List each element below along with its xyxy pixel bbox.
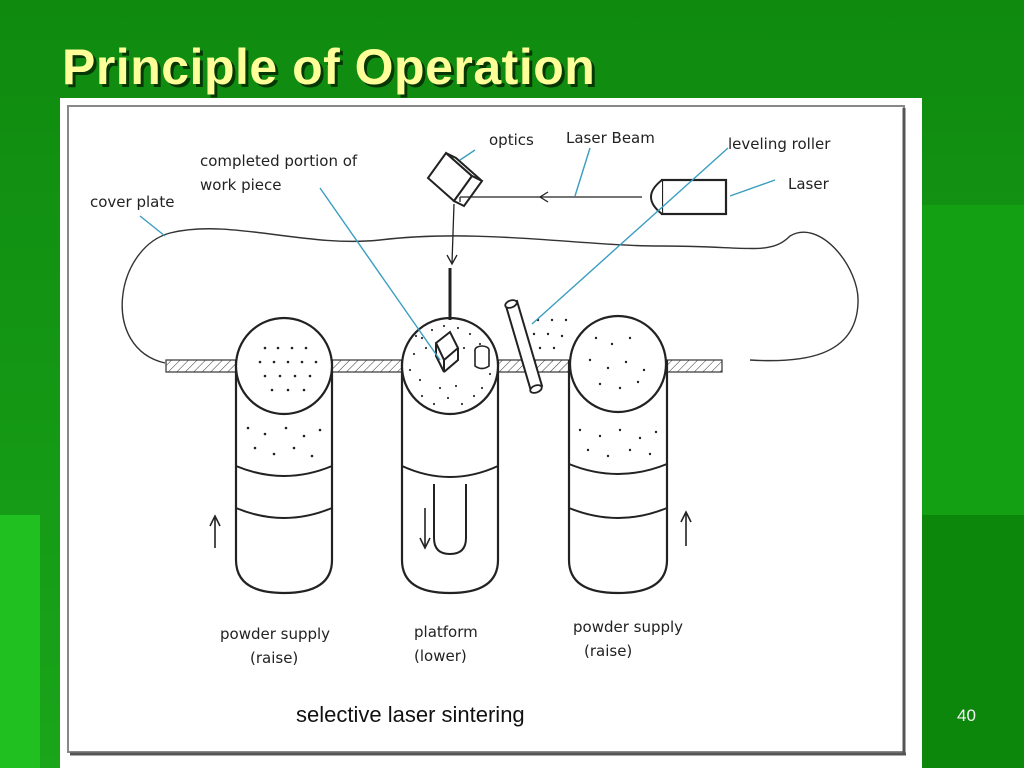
- label-optics: optics: [489, 131, 534, 149]
- laser-body: [650, 178, 728, 216]
- label-completed-portion-line1: completed portion of: [200, 152, 358, 170]
- label-cover-plate: cover plate: [90, 193, 175, 211]
- optics-block: [426, 151, 484, 208]
- label-powder-supply-right-line1: powder supply: [573, 618, 684, 636]
- label-laser-beam: Laser Beam: [566, 129, 655, 147]
- label-laser: Laser: [788, 175, 829, 193]
- label-powder-supply-right-line2: (raise): [584, 642, 633, 660]
- powder-supply-cylinder-left: [234, 316, 334, 595]
- platform-cylinder: [400, 316, 500, 595]
- sls-diagram-svg: [67, 105, 906, 756]
- figure-caption: selective laser sintering: [296, 702, 525, 727]
- decor-band-right-lower: [920, 515, 1024, 768]
- slide-title: Principle of Operation: [62, 39, 596, 95]
- powder-supply-cylinder-right: [532, 314, 669, 595]
- cover-plate: [121, 228, 859, 364]
- label-platform-line2: (lower): [414, 647, 467, 665]
- leader-lines: [139, 147, 776, 361]
- movement-arrows: [209, 508, 692, 550]
- leveling-roller: [504, 299, 544, 394]
- page-number: 40: [957, 706, 976, 725]
- label-powder-supply-left-line2: (raise): [250, 649, 299, 667]
- label-powder-supply-left-line1: powder supply: [220, 625, 331, 643]
- decor-band-left: [0, 515, 40, 768]
- label-platform-line1: platform: [414, 623, 478, 641]
- laser-beam: [446, 191, 642, 266]
- sls-diagram-figure: optics Laser Beam leveling roller Laser …: [60, 98, 922, 768]
- label-leveling-roller: leveling roller: [728, 135, 831, 153]
- label-completed-portion-line2: work piece: [200, 176, 282, 194]
